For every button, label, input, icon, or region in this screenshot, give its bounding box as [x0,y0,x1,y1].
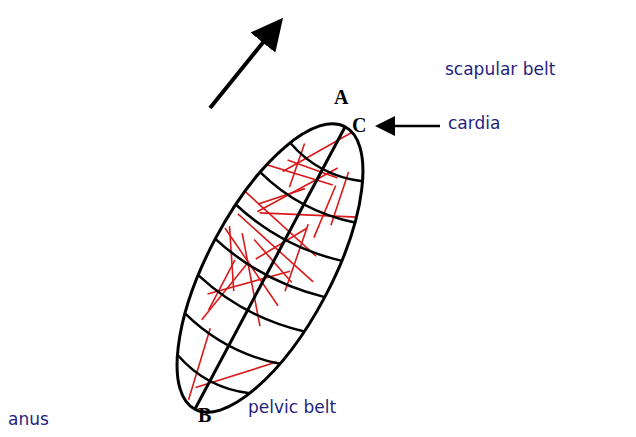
pointer-arrow [380,125,440,128]
point-letter: C [352,114,366,136]
point-letter: A [334,86,348,108]
fibre-line [283,108,357,193]
muscle-fibres [118,82,401,434]
fibre-line [208,260,235,310]
long-axis [195,127,345,410]
part-label: anus [8,410,49,429]
fibre-line [202,256,249,327]
part-label: cardia [448,114,500,133]
region-label: scapular belt [445,60,555,79]
fibre-line [257,144,337,235]
point-letter: B [198,404,211,426]
direction-arrow [210,24,278,108]
fibre-line [275,224,317,291]
fibre-line [204,226,260,291]
organ-outline [140,98,400,437]
region-label: pelvic belt [248,398,336,417]
fibre-line [309,185,340,237]
